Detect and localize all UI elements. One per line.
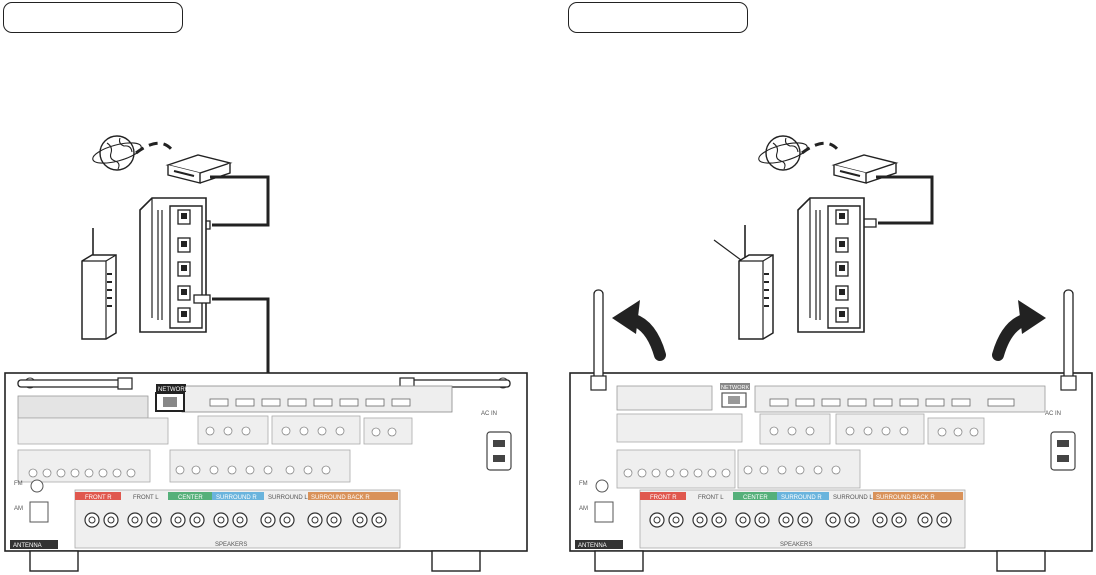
network-hub-icon [139,197,207,333]
callout-box-left [3,2,183,33]
surround-l-label-right: SURROUND L [833,495,873,501]
front-l-label-left: FRONT L [133,495,159,501]
callout-box-right [568,2,748,33]
av-receiver-right: NETWORK AC IN FM [569,289,1093,572]
antenna-left-folded [17,377,133,390]
modem-cable [210,175,270,227]
network-port-label-right: NETWORK [721,385,749,391]
surround-l-label-left: SURROUND L [268,495,308,501]
front-l-label-right: FRONT L [698,495,724,501]
front-r-label-right: FRONT R [650,495,677,501]
av-receiver-left: NETWORK AC IN FM AM ANTENN [4,372,528,572]
antenna-right-raised [1060,289,1077,391]
am-label-right: AM [579,506,588,512]
internet-globe-icon [90,135,144,171]
internet-link-line-right [801,141,840,155]
router-callout-line [713,239,746,264]
modem-icon-right [833,154,897,184]
modem-icon [167,154,231,184]
surround-back-r-label-right: SURROUND BACK R [876,495,935,501]
fm-label-right: FM [579,481,588,487]
ac-in-socket-right [1050,431,1076,471]
front-r-label-left: FRONT R [85,495,112,501]
surround-back-r-label-left: SURROUND BACK R [311,495,370,501]
ac-in-label-left: AC IN [481,411,497,417]
am-label-left: AM [14,506,23,512]
speakers-label-left: SPEAKERS [215,542,247,548]
surround-r-label-right: SURROUND R [781,495,822,501]
wireless-router-icon [81,254,117,340]
network-port-label-left: NETWORK [158,387,189,393]
modem-cable-right [876,175,934,225]
fm-label-left: FM [14,481,23,487]
surround-r-label-left: SURROUND R [216,495,257,501]
antenna-label-right: ANTENNA [578,543,607,549]
wireless-router-icon-right [738,254,774,340]
speakers-label-right: SPEAKERS [780,542,812,548]
internet-globe-icon-right [756,135,810,171]
center-label-left: CENTER [178,495,203,501]
left-diagram [81,135,270,406]
antenna-label-left: ANTENNA [13,543,42,549]
network-hub-icon-right [797,197,865,333]
antenna-left-raised [590,289,607,391]
ac-in-socket-left [486,431,512,471]
internet-link-line [135,141,174,155]
center-label-right: CENTER [743,495,768,501]
right-diagram [612,135,1046,361]
ac-in-label-right: AC IN [1045,411,1061,417]
